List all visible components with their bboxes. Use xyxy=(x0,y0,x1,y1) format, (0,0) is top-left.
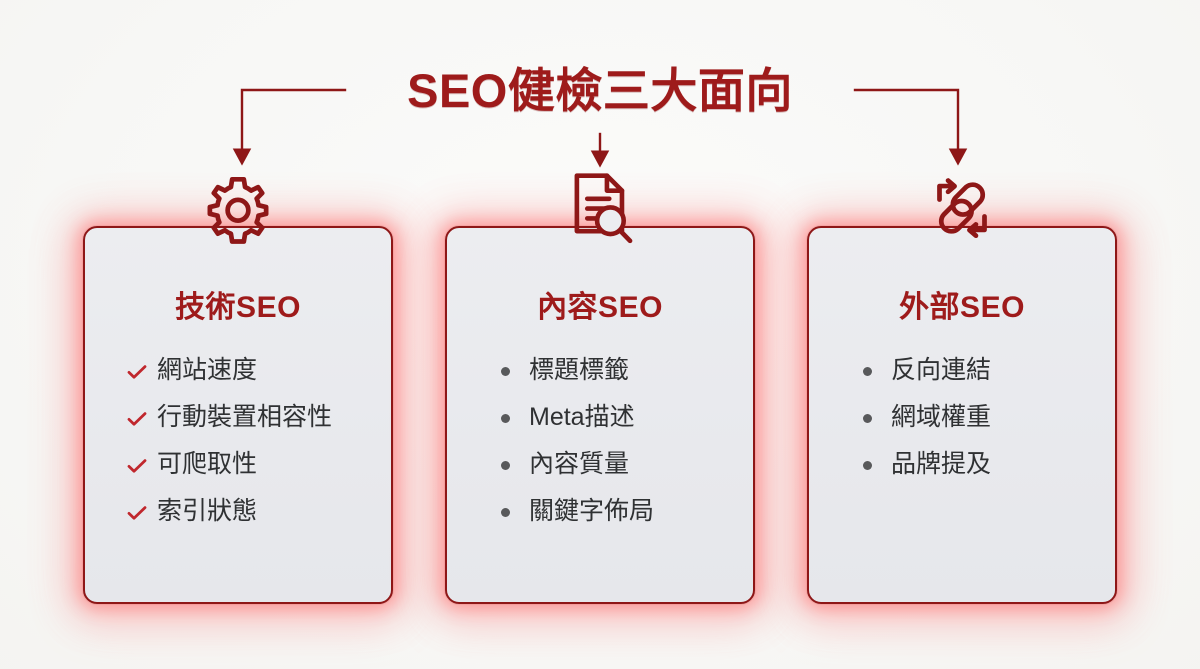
list-item: 網域權重 xyxy=(863,395,991,442)
document-search-icon xyxy=(561,170,639,246)
dot-bullet-icon xyxy=(863,461,891,470)
list-item-label: 網站速度 xyxy=(157,356,258,384)
dot-bullet-icon xyxy=(501,461,529,470)
connector-right xyxy=(853,88,968,166)
check-icon xyxy=(127,364,157,380)
list-item-label: 索引狀態 xyxy=(157,497,258,525)
connector-arrows xyxy=(232,88,968,168)
list-item-label: 行動裝置相容性 xyxy=(157,403,333,431)
list-item: 標題標籤 xyxy=(501,348,629,395)
list-item: 網站速度 xyxy=(127,348,257,395)
list-item-label: 內容質量 xyxy=(529,450,630,478)
page-title-row: SEO健檢三大面向 xyxy=(0,56,1200,117)
list-item: Meta描述 xyxy=(501,395,635,442)
gear-icon xyxy=(199,170,277,246)
card-title: 外部SEO xyxy=(899,291,1025,324)
connector-left xyxy=(232,88,347,166)
card-technical-seo[interactable]: 技術SEO 網站速度 行動裝置相容性 xyxy=(83,176,393,604)
list-item-label: Meta描述 xyxy=(529,403,635,431)
list-item-label: 關鍵字佈局 xyxy=(529,497,655,525)
page-title: SEO健檢三大面向 xyxy=(407,63,793,117)
list-item: 行動裝置相容性 xyxy=(127,395,332,442)
card-title: 技術SEO xyxy=(175,291,301,324)
list-item: 可爬取性 xyxy=(127,442,257,489)
list-item: 品牌提及 xyxy=(863,442,991,489)
list-item: 索引狀態 xyxy=(127,489,257,536)
card-list: 網站速度 行動裝置相容性 可爬取性 xyxy=(97,348,379,536)
check-icon xyxy=(127,411,157,427)
cards-container: 技術SEO 網站速度 行動裝置相容性 xyxy=(0,173,1200,604)
dot-bullet-icon xyxy=(501,508,529,517)
dot-bullet-icon xyxy=(501,367,529,376)
list-item-label: 反向連結 xyxy=(891,356,992,384)
dot-bullet-icon xyxy=(863,414,891,423)
card-title: 內容SEO xyxy=(537,291,663,324)
card-offpage-seo[interactable]: 外部SEO 反向連結 網域權重 品牌提及 xyxy=(807,178,1117,604)
card-list: 反向連結 網域權重 品牌提及 xyxy=(821,348,1103,489)
dot-bullet-icon xyxy=(863,367,891,376)
check-icon xyxy=(127,458,157,474)
check-icon xyxy=(127,505,157,521)
list-item-label: 標題標籤 xyxy=(529,356,630,384)
card-list: 標題標籤 Meta描述 內容質量 關鍵字佈局 xyxy=(459,348,741,536)
list-item: 反向連結 xyxy=(863,348,991,395)
dot-bullet-icon xyxy=(501,414,529,423)
list-item-label: 品牌提及 xyxy=(891,450,992,478)
card-content-seo[interactable]: 內容SEO 標題標籤 Meta描述 內容質量 關鍵字佈局 xyxy=(445,173,755,604)
list-item: 關鍵字佈局 xyxy=(501,489,654,536)
list-item-label: 可爬取性 xyxy=(157,450,258,478)
list-item: 內容質量 xyxy=(501,442,629,489)
link-backlink-icon xyxy=(923,170,1001,246)
list-item-label: 網域權重 xyxy=(891,403,992,431)
